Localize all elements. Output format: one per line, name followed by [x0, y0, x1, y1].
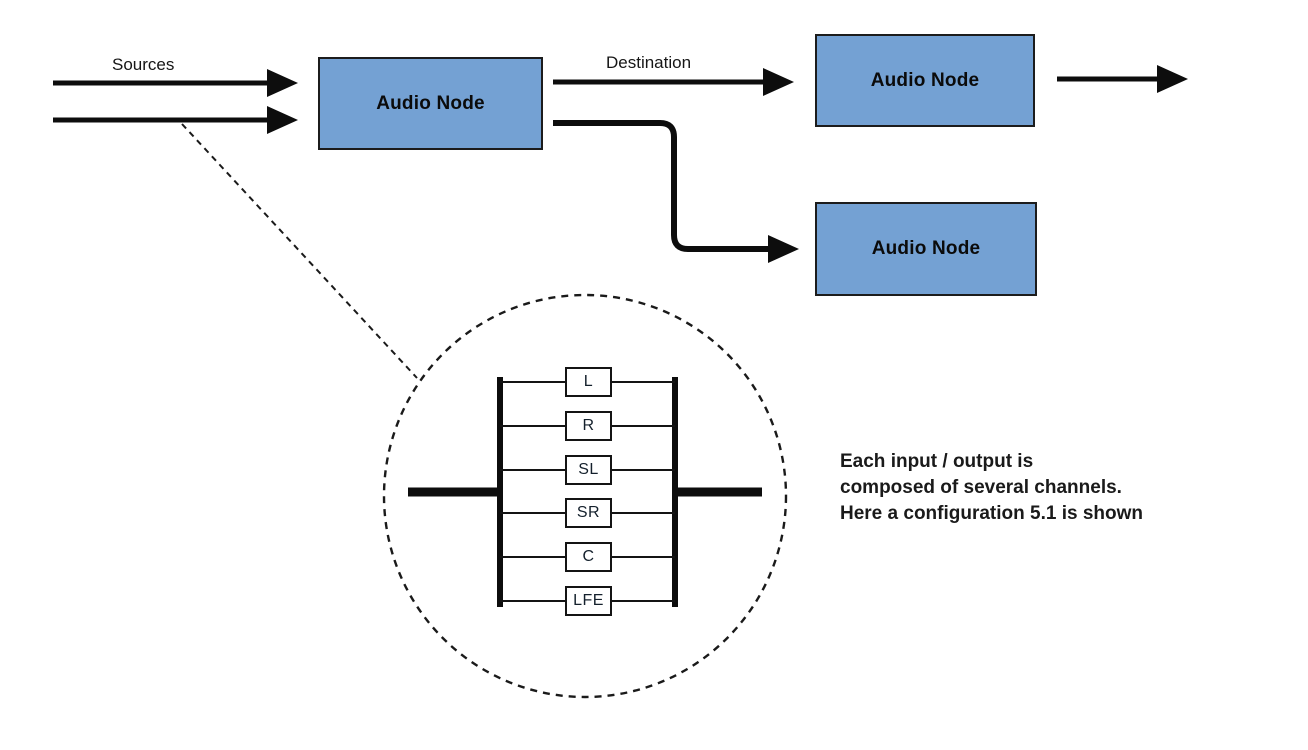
- sources-arrow-bottom: [53, 106, 298, 134]
- channel-bus-left-rail: [497, 377, 503, 607]
- sources-label: Sources: [112, 55, 175, 74]
- audio-node-source: Audio Node: [318, 57, 543, 150]
- annotation-line-1: Each input / output is: [840, 451, 1034, 472]
- destination-label: Destination: [606, 53, 692, 72]
- zoom-callout-line: [181, 123, 418, 379]
- branch-connector-arrow: [553, 120, 799, 263]
- annotation-line-2: composed of several channels.: [840, 477, 1122, 498]
- zoom-circle: [382, 293, 788, 699]
- channel-bus-right-rail: [672, 377, 678, 607]
- annotation-line-3: Here a configuration 5.1 is shown: [840, 503, 1144, 524]
- audio-node-destination-bottom-label: Audio Node: [871, 238, 981, 259]
- audio-node-destination-top: Audio Node: [815, 34, 1035, 127]
- audio-node-destination-bottom: Audio Node: [815, 202, 1037, 296]
- channel-box-c: C: [565, 542, 612, 572]
- channel-box-sr: SR: [565, 498, 612, 528]
- sources-arrow-top: [53, 69, 298, 97]
- channel-box-sl: SL: [565, 455, 612, 485]
- audio-node-source-label: Audio Node: [376, 92, 485, 114]
- audio-node-destination-top-label: Audio Node: [870, 69, 980, 91]
- annotation-text: Each input / output is composed of sever…: [840, 449, 1143, 527]
- channel-box-l: L: [565, 367, 612, 397]
- channel-box-r: R: [565, 411, 612, 441]
- channel-box-lfe: LFE: [565, 586, 612, 616]
- destination-arrow: [553, 68, 794, 96]
- output-arrow: [1057, 65, 1188, 93]
